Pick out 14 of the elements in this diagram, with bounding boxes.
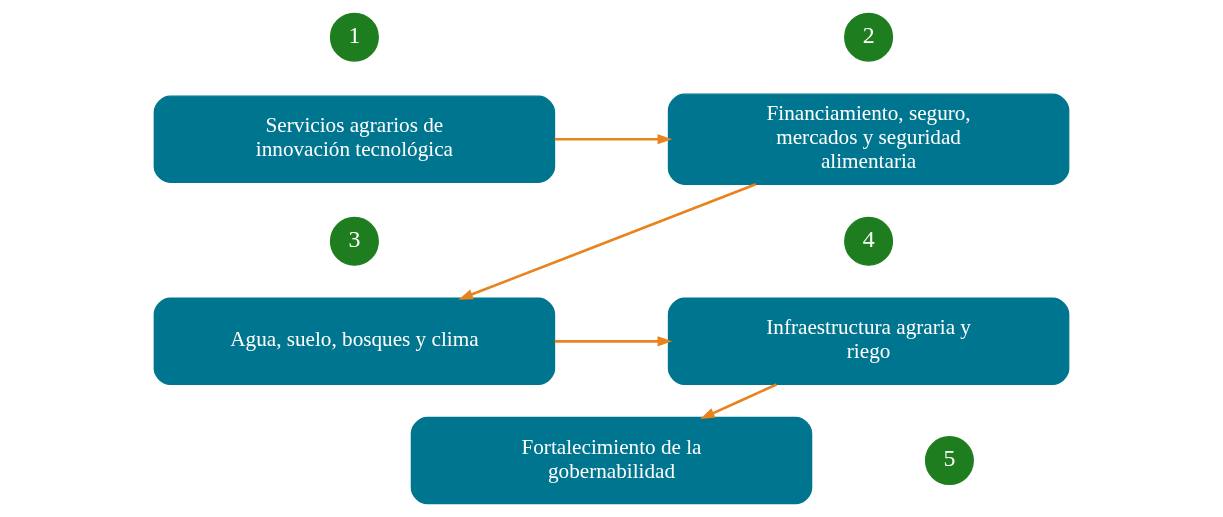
arrow — [554, 134, 673, 145]
node-circle: 2 — [844, 12, 894, 62]
node-box: Financiamiento, seguro, mercados y seguridad alimentaria — [667, 93, 1070, 185]
node-circle: 4 — [844, 216, 894, 266]
arrow — [554, 336, 673, 347]
node-box: Agua, suelo, bosques y clima — [153, 297, 556, 386]
node-circle: 5 — [924, 436, 974, 486]
node-box: Infraestructura agraria y riego — [667, 297, 1070, 386]
node-circle: 3 — [329, 216, 379, 266]
arrow — [700, 383, 778, 420]
arrow — [458, 183, 757, 300]
node-circle: 1 — [329, 12, 379, 62]
node-box: Fortalecimiento de la gobernabilidad — [410, 416, 813, 505]
node-box: Servicios agrarios de innovación tecnológica — [153, 95, 556, 183]
